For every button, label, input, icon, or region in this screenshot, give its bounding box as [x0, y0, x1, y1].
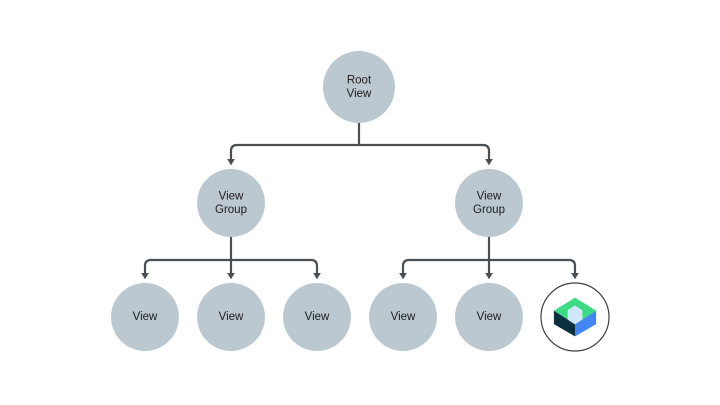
connector-branch	[141, 258, 231, 280]
connector-root-to-groups	[227, 123, 493, 166]
node-circle	[455, 169, 523, 237]
node-label: View	[305, 311, 330, 323]
compose-logo-icon	[553, 297, 597, 337]
node-view-2[interactable]: View	[197, 283, 265, 351]
node-circle	[283, 283, 351, 351]
node-label: Group	[215, 204, 247, 216]
connector-left-group-to-leaves	[141, 237, 321, 280]
node-label: View	[477, 190, 502, 202]
node-view-3[interactable]: View	[283, 283, 351, 351]
connector-right-group-to-leaves	[399, 237, 579, 280]
connector-branch	[359, 143, 493, 166]
node-label: View	[133, 311, 158, 323]
compose-left-face	[553, 310, 575, 337]
node-circle	[111, 283, 179, 351]
node-view-5[interactable]: View	[455, 283, 523, 351]
connector-layer	[141, 123, 579, 280]
node-circle	[455, 283, 523, 351]
node-circle	[197, 169, 265, 237]
connector-branch	[231, 258, 321, 280]
node-view-4[interactable]: View	[369, 283, 437, 351]
connector-branch	[489, 258, 579, 280]
node-label: View	[391, 311, 416, 323]
node-label: Root	[347, 74, 372, 86]
connector-branch	[399, 258, 489, 280]
connector-branch	[227, 143, 359, 166]
node-label: Group	[473, 204, 505, 216]
node-label: View	[347, 88, 372, 100]
node-compose-node[interactable]	[540, 282, 610, 352]
compose-right-face	[575, 310, 597, 337]
node-view-1[interactable]: View	[111, 283, 179, 351]
node-circle	[323, 51, 395, 123]
node-circle	[369, 283, 437, 351]
node-circle	[197, 283, 265, 351]
node-label: View	[219, 190, 244, 202]
node-label: View	[477, 311, 502, 323]
compose-center-hex	[567, 305, 583, 325]
node-label: View	[219, 311, 244, 323]
